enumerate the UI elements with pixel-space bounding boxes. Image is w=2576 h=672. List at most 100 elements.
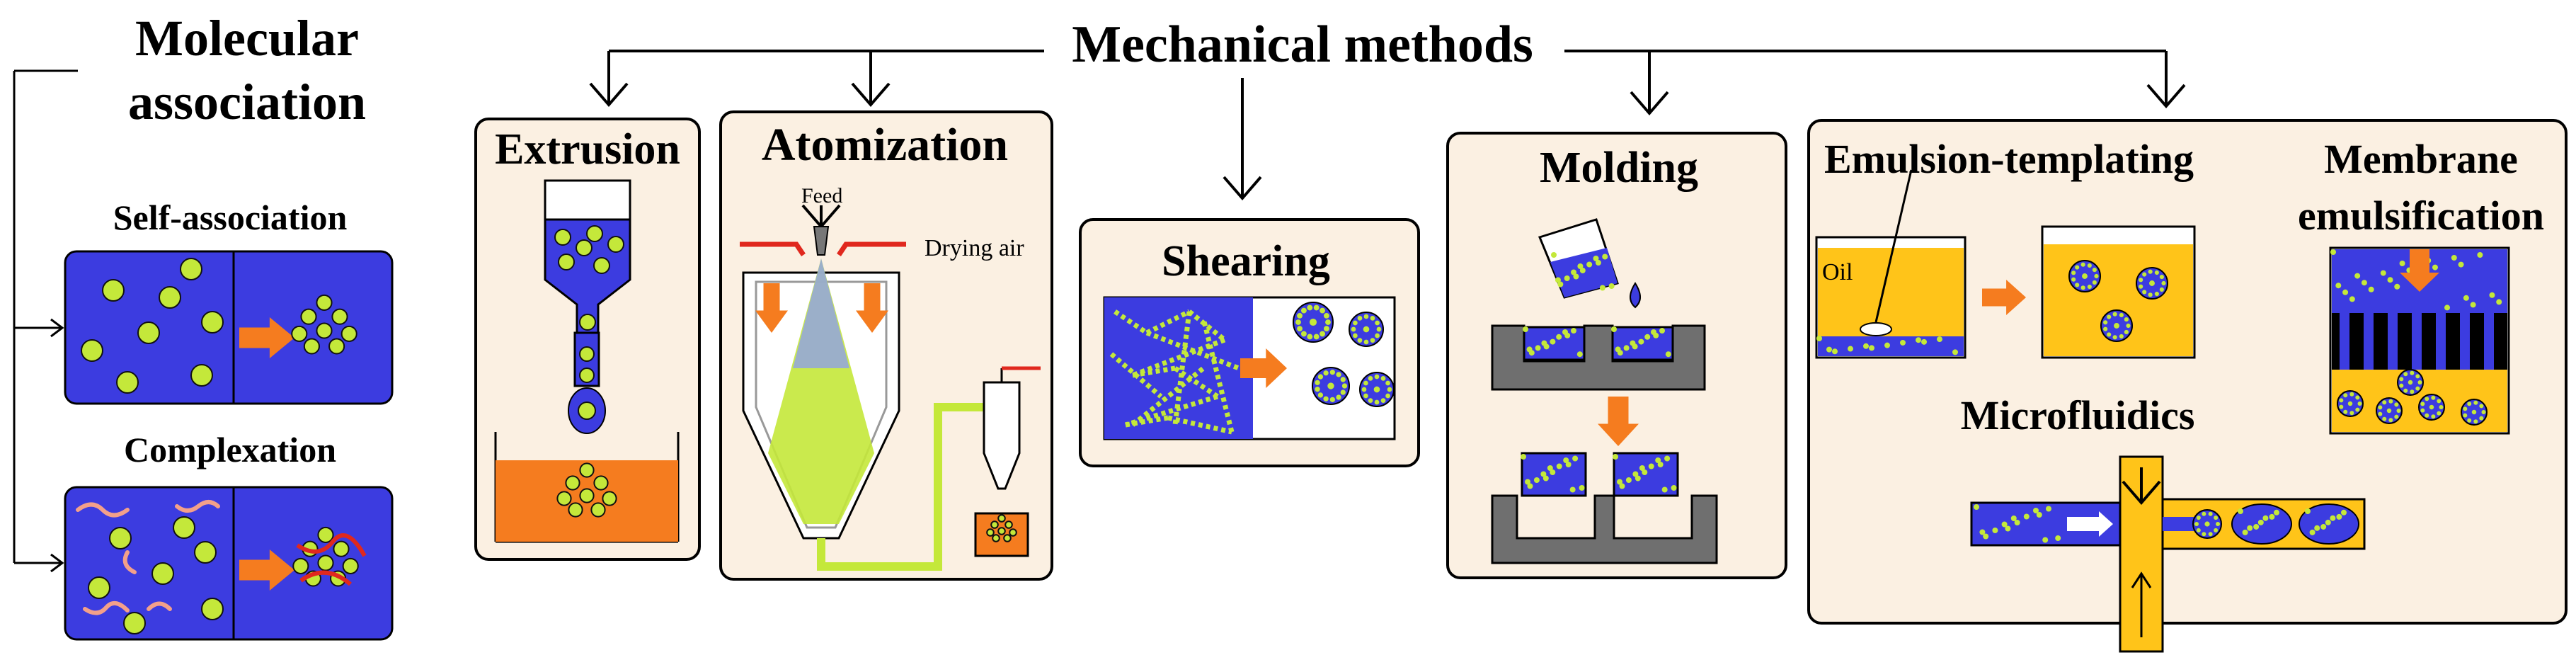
self-assembled-cluster-dot (303, 338, 320, 355)
membrane-droplet-icon-speck (2463, 413, 2468, 418)
dispersed-speck (2368, 286, 2374, 292)
sheared-fragment-icon-speck (1374, 399, 1380, 405)
sheared-fragment-icon-speck (1357, 316, 1363, 321)
molded-speck (1617, 479, 1623, 485)
forming-droplet-icon-speck (2202, 511, 2206, 516)
microchannel-speck (1983, 533, 1989, 540)
microdroplet-speck (2341, 509, 2347, 516)
sheared-fragment-icon-speck (1387, 387, 1392, 392)
mold-speck (1665, 351, 1671, 358)
microchannel-speck (1992, 528, 1998, 533)
forming-droplet-icon-speck (2208, 511, 2213, 516)
molecular-association-title-line2: association (127, 74, 367, 130)
membrane-droplet-icon-speck (2343, 409, 2348, 414)
emulsion-droplet-icon-speck (2075, 265, 2080, 270)
sheared-fragment-icon-speck (1380, 376, 1386, 381)
beaker-speck (1557, 281, 1564, 287)
drying-air-label: Drying air (925, 235, 1024, 261)
emulsion-droplet-icon-speck (2161, 280, 2166, 286)
emulsion-droplet-icon-speck (2094, 273, 2099, 279)
membrane-droplet-icon-speck (2420, 402, 2425, 406)
microchannel-speck (2001, 521, 2008, 528)
emulsion-droplet-icon-speck (2124, 329, 2129, 335)
sheared-fragment-icon-speck (1324, 326, 1329, 332)
membrane-droplet-icon-speck (2439, 405, 2444, 409)
membrane-droplet-icon-speck (2429, 404, 2434, 410)
sheared-fragment-icon-speck (1375, 320, 1380, 326)
mold-speck (1615, 346, 1621, 353)
sheared-fragment-icon-speck (1300, 307, 1307, 314)
sheared-fragment-icon-speck (1323, 396, 1329, 402)
molded-speck (1542, 475, 1549, 482)
molded-speck (1639, 465, 1645, 471)
sheared-fragment-icon-speck (1353, 333, 1358, 338)
emulsion-droplet-icon-speck (2154, 291, 2159, 297)
beaker-speck (1555, 277, 1561, 283)
membrane-droplet-icon-speck (2415, 386, 2420, 391)
emulsion-droplet-icon-speck (2159, 287, 2164, 292)
microdroplet-speck (2242, 529, 2248, 535)
particle-icon (576, 239, 593, 256)
collected-particle-dot (1004, 520, 1013, 529)
forming-droplet-icon-speck (2202, 532, 2206, 537)
sheared-fragment-icon-speck (1340, 389, 1346, 395)
arrow-down-icon (589, 82, 629, 108)
molding-arrow (1598, 397, 1639, 446)
complexation-arrow (239, 549, 294, 591)
forming-droplet-icon-speck (2214, 516, 2219, 520)
emulsion-droplet-icon-speck (2124, 317, 2129, 322)
emulsion-droplet-icon-speck (2092, 280, 2097, 285)
molded-speck (1527, 483, 1533, 489)
molded-speck (1671, 485, 1677, 491)
sheared-fragment-icon-speck (1327, 382, 1334, 389)
membrane-droplet-icon-speck (2431, 414, 2436, 419)
particle-icon (579, 368, 595, 383)
emulsion-arrow (1982, 280, 2026, 315)
sheared-fragment-icon-speck (1374, 374, 1380, 380)
forming-droplet-icon-speck (2208, 532, 2213, 537)
mold-speck (1659, 328, 1665, 334)
extrusion-reservoir-top (544, 179, 631, 221)
sheared-fragment-icon-speck (1324, 312, 1329, 319)
beaker-speck (1551, 252, 1557, 258)
mold-speck (1562, 329, 1568, 335)
sheared-fragment-icon-speck (1357, 338, 1363, 343)
sheared-fragment-icon-speck (1363, 314, 1369, 319)
membrane-droplet-icon-speck (2415, 374, 2420, 379)
beaker-speck (1573, 273, 1579, 280)
droplet-icon (1630, 282, 1641, 309)
microchannel-speck (2033, 508, 2039, 513)
membrane-pore (2340, 313, 2349, 370)
forming-droplet-icon-speck (2194, 522, 2199, 526)
emulsion-droplet-icon-speck (2139, 284, 2143, 289)
dispersed-speck (2330, 249, 2336, 255)
cyclone-separator (983, 381, 1021, 490)
membrane-droplet-icon-speck (2388, 418, 2393, 423)
molded-speck (1642, 469, 1648, 475)
membrane-droplet-icon-speck (2467, 402, 2472, 406)
membrane-droplet-icon-speck (2403, 372, 2408, 377)
oil-label: Oil (1822, 259, 1853, 285)
forming-droplet-icon-speck (2214, 528, 2219, 533)
membrane-droplet-icon-speck (2382, 416, 2387, 421)
extruded-bead-dot (565, 475, 580, 491)
sheared-fragment-icon-speck (1323, 370, 1329, 376)
membrane-droplet-icon-speck (2343, 393, 2348, 398)
dispersed-speck (2380, 270, 2386, 276)
emulsion-droplet-icon-speck (2142, 290, 2147, 295)
arrow-down-icon (2146, 84, 2186, 109)
polymer-chain-icon (147, 601, 172, 611)
drying-chamber-inner (755, 280, 888, 529)
membrane-droplet-icon-speck (2399, 377, 2404, 382)
particle-icon (593, 257, 610, 274)
forming-droplet-icon-speck (2204, 521, 2210, 527)
emulsion-droplet-icon-speck (2142, 272, 2147, 277)
membrane-droplet-icon-speck (2339, 404, 2344, 409)
sheared-fragment-icon-speck (1368, 398, 1373, 403)
free-molecule-icon (116, 371, 139, 394)
dispersed-speck (2354, 273, 2361, 279)
sheared-fragment-icon-speck (1320, 307, 1326, 314)
collected-particle-dot (992, 534, 1000, 542)
shearing-title: Shearing (1162, 237, 1330, 285)
